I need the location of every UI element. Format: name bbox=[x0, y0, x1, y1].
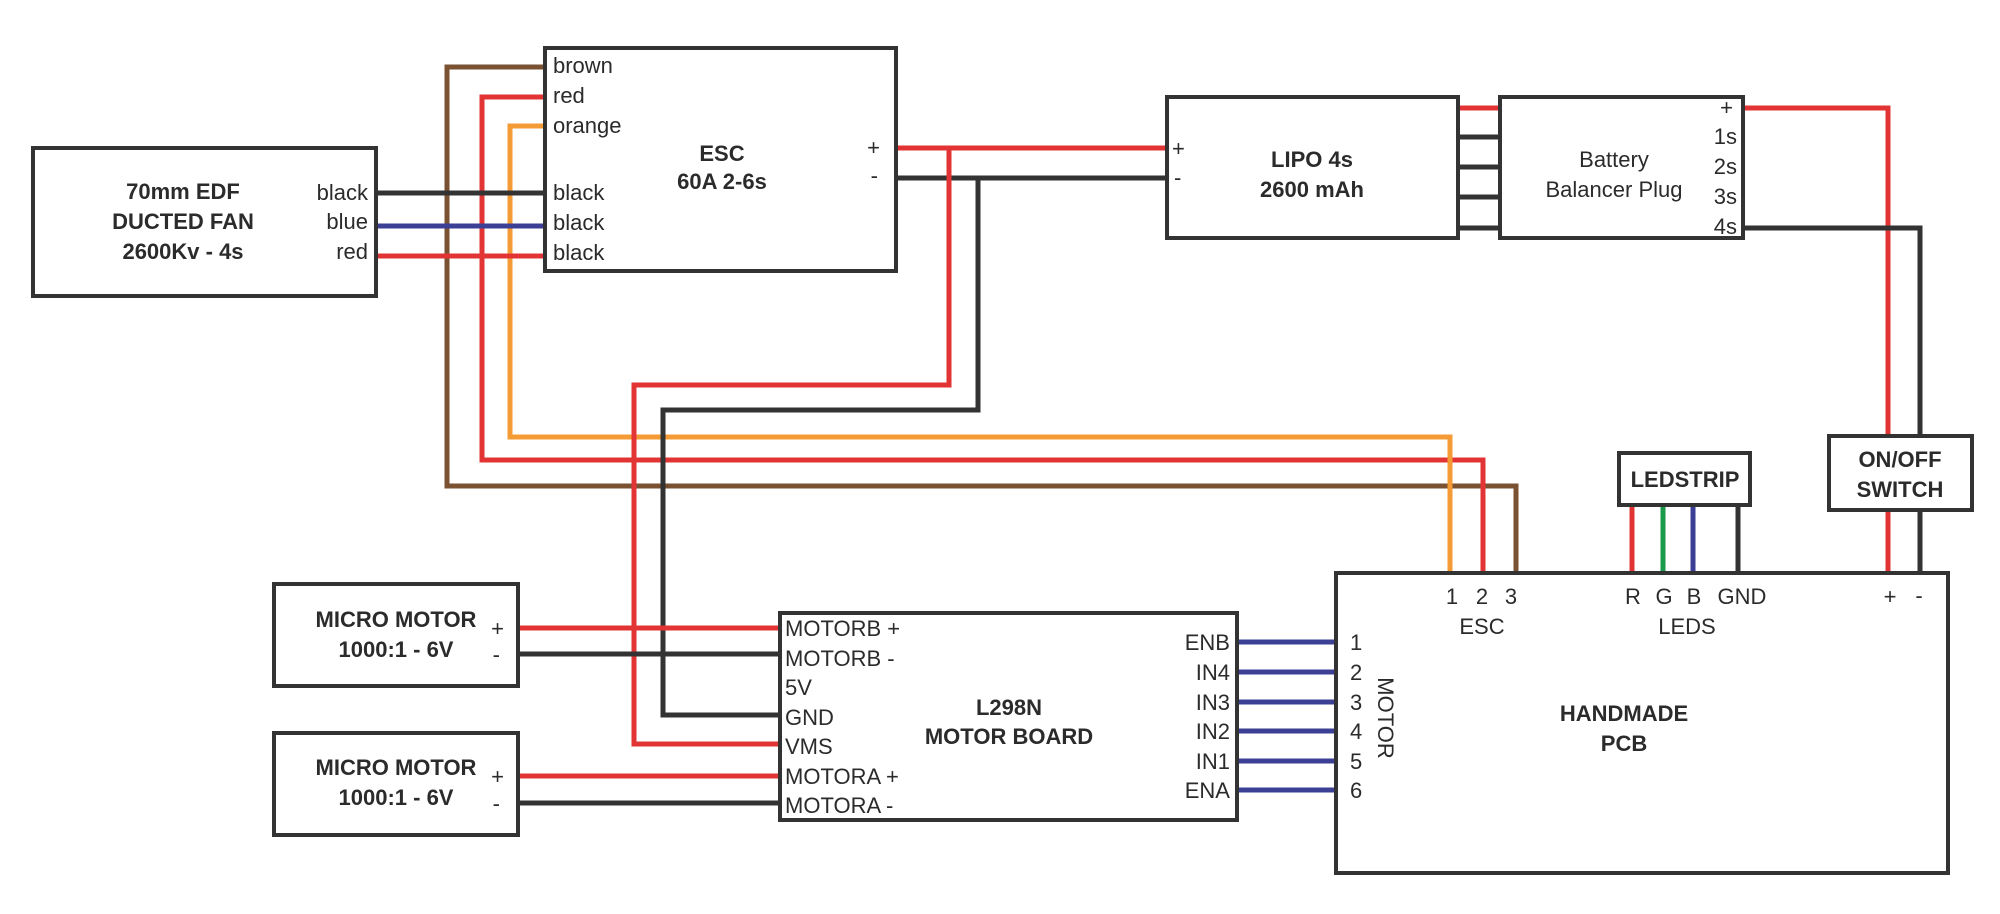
balancer-title-line-2: Balancer Plug bbox=[1546, 177, 1683, 202]
wires bbox=[376, 64, 1923, 806]
edf-title-line-2: DUCTED FAN bbox=[112, 209, 254, 234]
pcb-motor-pin-4: 4 bbox=[1350, 719, 1362, 744]
esc-pin-red: red bbox=[553, 83, 585, 108]
l298n-pin-motora-minus: MOTORA - bbox=[785, 793, 893, 818]
handmade-pcb-box: HANDMADE PCB 1 2 3 ESC R G B GND LEDS + … bbox=[1334, 571, 1950, 875]
esc-box: ESC 60A 2-6s brown red orange black blac… bbox=[543, 46, 898, 273]
micro-motor-1-box: MICRO MOTOR 1000:1 - 6V + - bbox=[272, 582, 520, 688]
pcb-esc-pin-3: 3 bbox=[1505, 584, 1517, 609]
pcb-motor-pin-5: 5 bbox=[1350, 749, 1362, 774]
l298n-pin-5v: 5V bbox=[785, 675, 812, 700]
l298n-pin-in4: IN4 bbox=[1196, 660, 1230, 685]
esc-title-line-2: 60A 2-6s bbox=[677, 169, 767, 194]
battery-balancer-plug-box: Battery Balancer Plug + 1s 2s 3s 4s bbox=[1498, 95, 1745, 240]
balancer-pin-3s: 3s bbox=[1714, 184, 1737, 209]
lipo-title-line-1: LIPO 4s bbox=[1271, 147, 1353, 172]
esc-pin-black-2: black bbox=[553, 210, 605, 235]
micro-motor-2-title-line-2: 1000:1 - 6V bbox=[339, 785, 454, 810]
l298n-pin-gnd: GND bbox=[785, 705, 834, 730]
edf-title-line-1: 70mm EDF bbox=[126, 179, 240, 204]
l298n-pin-enb: ENB bbox=[1185, 630, 1230, 655]
micro-motor-2-title-line-1: MICRO MOTOR bbox=[316, 755, 477, 780]
micro-motor-2-box: MICRO MOTOR 1000:1 - 6V + - bbox=[272, 731, 520, 837]
edf-fan-box: 70mm EDF DUCTED FAN 2600Kv - 4s black bl… bbox=[31, 146, 378, 298]
lipo-battery-box: LIPO 4s 2600 mAh + - bbox=[1165, 95, 1460, 240]
pcb-led-pin-r: R bbox=[1625, 584, 1641, 609]
l298n-motor-board-box: L298N MOTOR BOARD MOTORB + MOTORB - 5V G… bbox=[778, 611, 1239, 822]
esc-pin-brown: brown bbox=[553, 53, 613, 78]
micro-motor-2-pin-minus: - bbox=[493, 791, 500, 816]
lipo-pin-minus: - bbox=[1174, 165, 1181, 190]
l298n-pin-in1: IN1 bbox=[1196, 749, 1230, 774]
balancer-pin-1s: 1s bbox=[1714, 124, 1737, 149]
balancer-pin-plus: + bbox=[1720, 95, 1733, 120]
pcb-leds-label: LEDS bbox=[1658, 614, 1715, 639]
wire-balancer-4s-to-switch bbox=[1743, 225, 1923, 438]
wire-brown-esc-to-pcb bbox=[444, 64, 1519, 573]
l298n-pin-vms: VMS bbox=[785, 734, 833, 759]
ledstrip-title: LEDSTRIP bbox=[1631, 467, 1740, 492]
l298n-pin-motorb-minus: MOTORB - bbox=[785, 646, 895, 671]
micro-motor-1-pin-plus: + bbox=[491, 616, 504, 641]
on-off-switch-box: ON/OFF SWITCH bbox=[1827, 434, 1974, 512]
pcb-motor-label: MOTOR bbox=[1373, 677, 1398, 758]
l298n-pin-motorb-plus: MOTORB + bbox=[785, 616, 900, 641]
l298n-title-line-1: L298N bbox=[976, 695, 1042, 720]
pcb-esc-pin-1: 1 bbox=[1446, 584, 1458, 609]
balancer-title-line-1: Battery bbox=[1579, 147, 1649, 172]
edf-pin-red: red bbox=[336, 239, 368, 264]
pcb-esc-label: ESC bbox=[1459, 614, 1504, 639]
esc-title-line-1: ESC bbox=[699, 141, 744, 166]
pcb-motor-pin-6: 6 bbox=[1350, 778, 1362, 803]
l298n-pin-motora-plus: MOTORA + bbox=[785, 764, 899, 789]
l298n-pin-in3: IN3 bbox=[1196, 690, 1230, 715]
pcb-esc-pin-2: 2 bbox=[1476, 584, 1488, 609]
pcb-led-pin-b: B bbox=[1687, 584, 1702, 609]
pcb-motor-pin-3: 3 bbox=[1350, 690, 1362, 715]
balancer-pin-2s: 2s bbox=[1714, 154, 1737, 179]
balancer-pin-4s: 4s bbox=[1714, 214, 1737, 239]
l298n-pin-ena: ENA bbox=[1185, 778, 1231, 803]
pcb-led-pin-gnd: GND bbox=[1718, 584, 1767, 609]
edf-pin-blue: blue bbox=[326, 209, 368, 234]
edf-pin-black: black bbox=[317, 180, 369, 205]
wire-balancer-plus-to-switch bbox=[1743, 105, 1891, 438]
esc-pin-plus: + bbox=[867, 135, 880, 160]
pcb-title-line-2: PCB bbox=[1601, 731, 1647, 756]
ledstrip-box: LEDSTRIP bbox=[1617, 451, 1752, 507]
pcb-motor-pin-1: 1 bbox=[1350, 630, 1362, 655]
micro-motor-2-pin-plus: + bbox=[491, 764, 504, 789]
micro-motor-1-title-line-1: MICRO MOTOR bbox=[316, 607, 477, 632]
l298n-pin-in2: IN2 bbox=[1196, 719, 1230, 744]
pcb-motor-pin-2: 2 bbox=[1350, 660, 1362, 685]
switch-title-line-2: SWITCH bbox=[1857, 477, 1944, 502]
micro-motor-1-title-line-2: 1000:1 - 6V bbox=[339, 637, 454, 662]
pcb-title-line-1: HANDMADE bbox=[1560, 701, 1688, 726]
lipo-pin-plus: + bbox=[1172, 136, 1185, 161]
wire-orange-esc-to-pcb bbox=[507, 123, 1453, 573]
micro-motor-1-pin-minus: - bbox=[493, 642, 500, 667]
wire-red-to-l298n-vms bbox=[631, 148, 952, 747]
esc-pin-orange: orange bbox=[553, 113, 622, 138]
esc-pin-minus: - bbox=[871, 163, 878, 188]
lipo-title-line-2: 2600 mAh bbox=[1260, 177, 1364, 202]
pcb-led-pin-g: G bbox=[1655, 584, 1672, 609]
esc-pin-black-1: black bbox=[553, 180, 605, 205]
esc-pin-black-3: black bbox=[553, 240, 605, 265]
pcb-power-pin-plus: + bbox=[1884, 584, 1897, 609]
switch-title-line-1: ON/OFF bbox=[1858, 447, 1941, 472]
wire-black-to-l298n-gnd bbox=[660, 178, 981, 718]
pcb-power-pin-minus: - bbox=[1915, 583, 1922, 608]
wire-red-esc-to-pcb bbox=[479, 94, 1486, 573]
l298n-title-line-2: MOTOR BOARD bbox=[925, 724, 1093, 749]
edf-title-line-3: 2600Kv - 4s bbox=[122, 239, 243, 264]
